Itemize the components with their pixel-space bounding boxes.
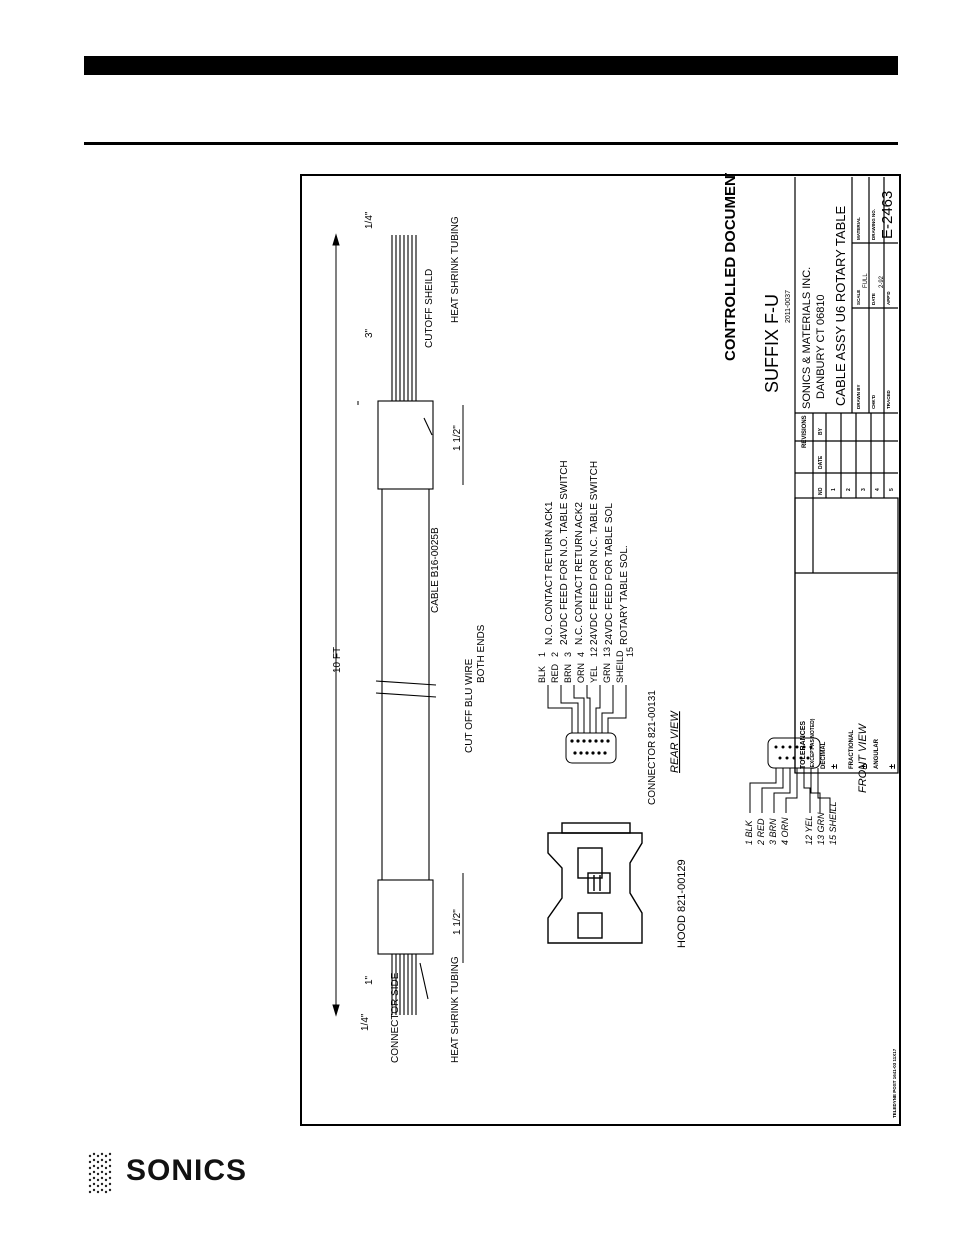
drawing-title: CABLE ASSY U6 ROTARY TABLE [833,206,848,406]
scale-value: FULL [863,273,869,288]
logo-text: SONICS [126,1154,248,1187]
function-1: N.O. CONTACT RETURN ACK1 [544,501,555,645]
rear-pin-2: 2 [550,652,560,657]
total-length: 10 FT [332,647,343,673]
date-label: DATE [871,293,876,305]
front-wire-13: 13 GRN [816,812,826,845]
function-3: N.C. CONTACT RETURN ACK2 [574,502,585,645]
rear-wire-grn: GRN [602,663,612,683]
title-block [794,177,899,774]
rear-wire-brn: BRN [563,664,573,683]
dim-three-inch: 3" [364,328,375,338]
rear-wire-blk: BLK [537,666,547,683]
drawing-no-label: DRAWING NO. [871,209,876,240]
dim-quarter-left: 1/4" [360,1013,371,1031]
company-name: SONICS & MATERIALS INC. [801,267,813,409]
angular-label: ANGULAR [874,738,880,769]
cable-assembly [375,235,437,1015]
rear-wire-shield: SHEILD [615,650,625,683]
rev-no-label: NO [818,487,824,495]
hood-drawing [547,822,643,944]
dim-quarter-right: 1/4" [364,211,375,229]
front-wire-4: 4 ORN [780,817,790,845]
header-bar [84,56,898,75]
drawn-by-label: DRAWN BY [856,385,861,410]
fractional-pm: ± [859,764,869,769]
rear-pin-1: 1 [537,652,547,657]
both-ends-label: BOTH ENDS [476,624,487,683]
rev-row-3: 3 [861,488,867,491]
engineering-drawing: TOLERANCES (EXCEPT AS NOTED) DECIMAL FRA… [300,166,902,1128]
logo-dots-icon [88,1152,112,1194]
rev-date-label: DATE [818,455,824,469]
except-noted-label: (EXCEPT AS NOTED) [810,718,816,769]
company-location: DANBURY CT 06810 [815,294,827,399]
rear-wire-yel: YEL [589,666,599,683]
connector-part-label: CONNECTOR 821-00131 [647,690,658,805]
dim-half-left: 1 1/2" [452,909,463,935]
rear-pin-13: 13 [602,647,612,657]
rear-wire-labels: BLK 1 RED 2 BRN 3 ORN 4 YEL 12 GRN 13 SH… [537,647,635,683]
sonics-logo: SONICS [86,1150,286,1196]
rev-by-label: BY [818,427,824,435]
function-4: 24VDC FEED FOR N.C. TABLE SWITCH [589,461,600,645]
front-wire-15: 15 SHEILL [828,801,838,845]
rear-pin-3: 3 [563,652,573,657]
traced-label: TRACED [886,390,891,409]
angular-pm: ± [887,764,897,769]
controlled-document-stamp: CONTROLLED DOCUMENT [722,173,739,361]
sheet-border [300,174,901,1126]
cutoff-shield-label: CUTOFF SHEILD [424,269,435,348]
front-wire-3: 3 BRN [768,818,778,845]
cable-part-label: CABLE B16-0025B [430,527,441,613]
decimal-label: DECIMAL [821,741,827,769]
suffix-subtext: 2011-0037 [785,290,792,323]
dim-one-inch: 1" [364,975,375,985]
rear-view-label: REAR VIEW [669,710,681,773]
rear-connector-wiring [547,685,627,764]
appd-label: APP'D [886,291,891,305]
hood-part-label: HOOD 821-00129 [676,859,688,948]
connector-side-label: CONNECTOR SIDE [390,972,401,1063]
rev-row-1: 1 [831,488,837,491]
rear-pin-12: 12 [589,647,599,657]
heat-shrink-left-label: HEAT SHRINK TUBING [450,956,461,1063]
cutoff-blu-label: CUT OFF BLU WIRE [464,658,475,753]
dim-half-right: 1 1/2" [452,425,463,451]
suffix-label: SUFFIX F-U [762,294,782,393]
front-view-label: FRONT VIEW [857,722,869,793]
rear-wire-orn: ORN [576,663,586,683]
date-value: 2-92 [879,275,885,288]
rear-pin-15: 15 [625,647,635,657]
dimension-lines [332,233,464,1017]
decimal-pm: ± [829,764,839,769]
function-2: 24VDC FEED FOR N.O. TABLE SWITCH [559,460,570,645]
chkd-label: CHK'D [871,394,876,409]
print-footer: TELEDYNE POST 1641-03 11X17 [892,1048,897,1118]
function-6: ROTARY TABLE SOL. [619,545,630,645]
rev-row-2: 2 [846,488,852,491]
rev-row-5: 5 [889,488,895,491]
material-label: MATERIAL [856,217,861,240]
rear-wire-red: RED [550,663,560,683]
front-wire-12: 12 YEL [804,816,814,845]
header-rule [84,142,898,145]
heat-shrink-right-label: HEAT SHRINK TUBING [450,216,461,323]
rev-row-4: 4 [875,488,881,491]
function-5: 24VDC FEED FOR TABLE SOL [604,503,615,645]
front-wire-2: 2 RED [756,818,766,846]
revisions-label: REVISIONS [802,415,808,448]
front-wire-1: 1 BLK [744,819,754,845]
rear-pin-4: 4 [576,652,586,657]
fractional-label: FRACTIONAL [849,730,855,769]
front-connector-wiring [749,737,831,813]
tolerances-label: TOLERANCES [800,721,807,769]
drawing-number: E-2463 [879,191,896,239]
scale-label: SCALE [856,290,861,305]
